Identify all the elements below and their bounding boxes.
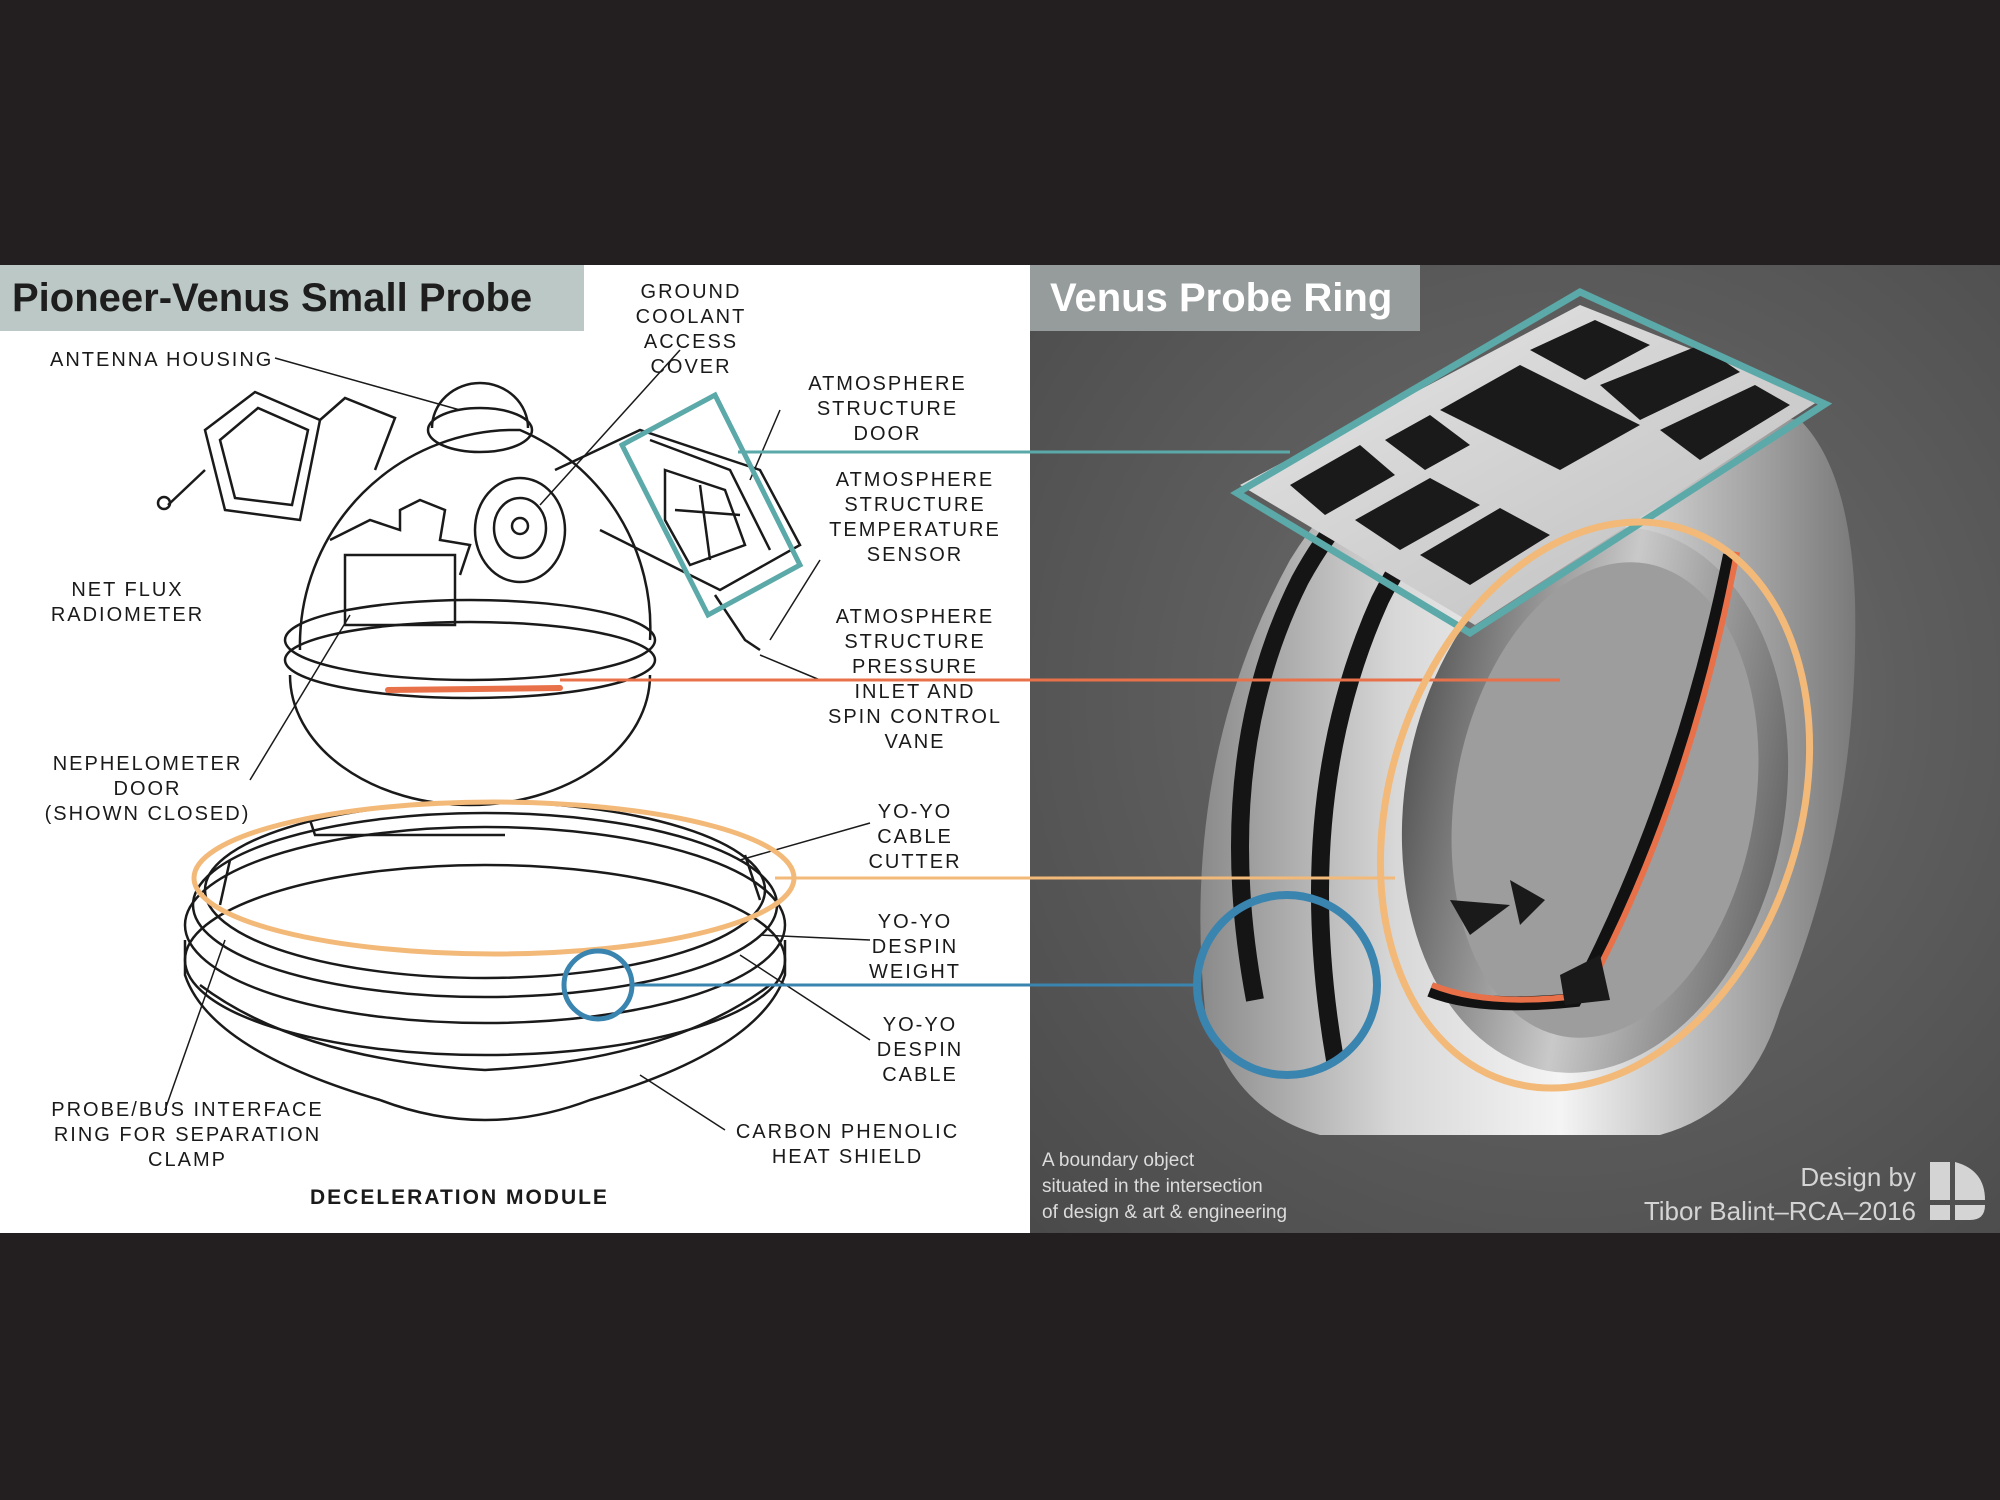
label-antenna-housing: ANTENNA HOUSING <box>50 349 274 371</box>
callout-orange <box>385 678 1560 693</box>
label-net-flux: NET FLUX RADIOMETER <box>50 579 205 626</box>
label-deceleration-module: DECELERATION MODULE <box>310 1186 609 1209</box>
label-yoyo-weight: YO-YO DESPIN WEIGHT <box>869 911 961 983</box>
callout-peach <box>191 518 1814 1092</box>
callout-blue <box>561 891 1381 1079</box>
right-title: Venus Probe Ring <box>1030 265 1420 331</box>
left-title: Pioneer-Venus Small Probe <box>0 265 584 331</box>
caption-text: A boundary object situated in the inters… <box>1042 1150 1288 1223</box>
label-nephelometer: NEPHELOMETER DOOR (SHOWN CLOSED) <box>44 753 251 825</box>
label-ground-coolant: GROUND COOLANT ACCESS COVER <box>635 281 747 378</box>
label-yoyo-cutter: YO-YO CABLE CUTTER <box>868 801 962 873</box>
callout-teal <box>618 288 1833 638</box>
label-yoyo-cable: YO-YO DESPIN CABLE <box>876 1014 964 1086</box>
leader-lines <box>164 349 871 1131</box>
diagram-panel <box>0 265 1030 1233</box>
label-temperature-sensor: ATMOSPHERE STRUCTURE TEMPERATURE SENSOR <box>829 469 1001 566</box>
designer-logo-mark <box>1930 1162 1985 1220</box>
label-probe-bus-ring: PROBE/BUS INTERFACE RING FOR SEPARATION … <box>51 1099 324 1171</box>
label-pressure-inlet: ATMOSPHERE STRUCTURE PRESSURE INLET AND … <box>827 606 1003 753</box>
probe-drawing <box>156 381 802 1122</box>
label-atmosphere-door: ATMOSPHERE STRUCTURE DOOR <box>808 373 967 445</box>
label-carbon-heat-shield: CARBON PHENOLIC HEAT SHIELD <box>735 1121 960 1168</box>
designer-credit: Design by Tibor Balint–RCA–2016 <box>1643 1162 1916 1226</box>
ring-render <box>1200 305 1856 1135</box>
